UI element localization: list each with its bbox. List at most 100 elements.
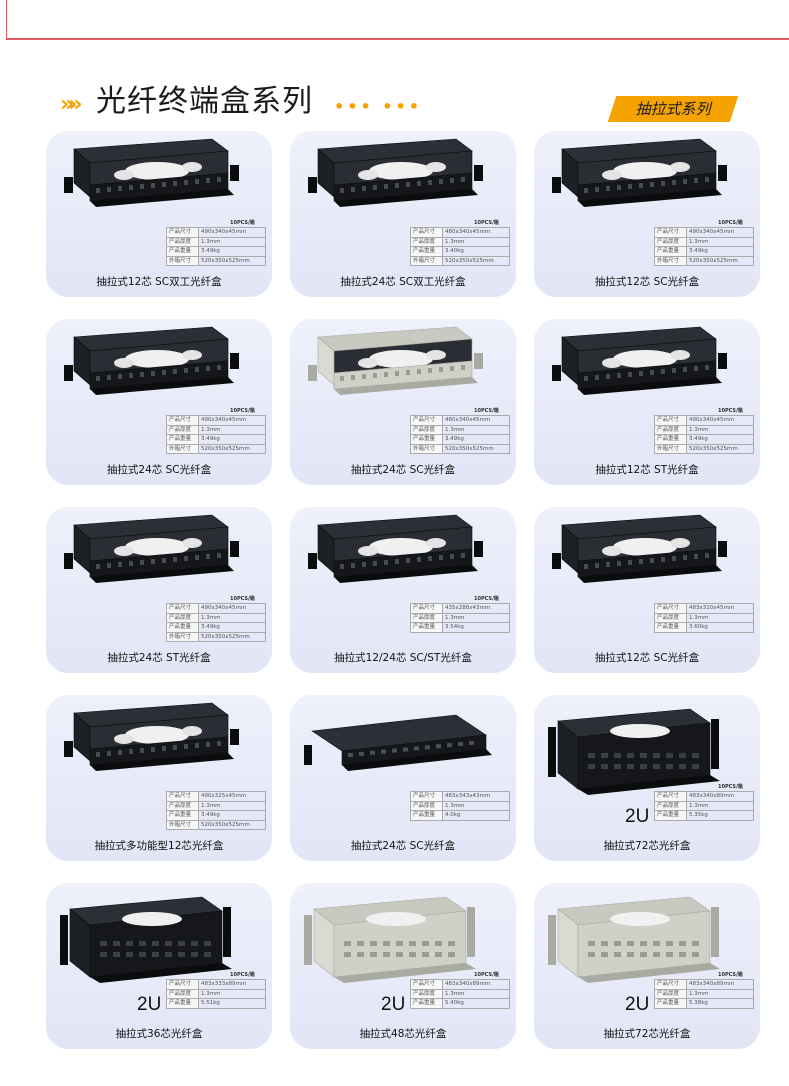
spec-label: 产品重量 [410,810,443,821]
spec-label: 产品尺寸 [410,227,443,238]
spec-label: 产品尺寸 [166,979,199,990]
rack-height-label: 2U [137,994,162,1015]
spec-value: 520x350x525mm [198,255,266,266]
spec-label: 产品重量 [410,998,443,1009]
product-caption: 抽拉式24芯 SC双工光纤盒 [340,276,466,288]
spec-label: 产品厚度 [654,424,687,435]
fiber-box-product-image [308,514,483,583]
product-caption: 抽拉式24芯 SC光纤盒 [350,464,456,476]
spec-value: 483x333x89mm [198,979,266,990]
pack-quantity: 10PCS/箱 [474,220,499,226]
spec-value: 520x350x525mm [198,443,266,454]
product-caption: 抽拉式12芯 SC双工光纤盒 [96,276,222,288]
spec-value: 1.3mm [198,988,266,999]
fiber-box-product-image [308,138,483,207]
pack-quantity: 10PCS/箱 [474,408,499,414]
spec-label: 产品厚度 [654,236,687,247]
pack-quantity: 10PCS/箱 [718,408,743,414]
product-caption: 抽拉式12芯 SC光纤盒 [594,652,700,664]
fiber-box-product-image [308,326,483,395]
pack-quantity: 10PCS/箱 [718,972,743,978]
spec-value: 520x350x525mm [686,255,754,266]
spec-value: 3.49kg [198,246,266,257]
spec-value: 480x340x45mm [442,415,510,426]
spec-label: 产品尺寸 [410,791,443,802]
product-caption: 抽拉式多功能型12芯光纤盒 [94,840,224,852]
spec-label: 产品厚度 [410,988,443,999]
spec-value: 5.38kg [686,998,754,1009]
spec-value: 5.51kg [198,998,266,1009]
spec-label: 产品厚度 [410,612,443,623]
spec-label: 产品重量 [166,998,199,1009]
spec-label: 产品重量 [654,998,687,1009]
spec-value: 490x340x45mm [198,415,266,426]
spec-label: 外箱尺寸 [166,443,199,454]
spec-label: 产品重量 [166,810,199,821]
spec-value: 3.49kg [198,810,266,821]
fiber-box-product-image [548,708,720,795]
spec-label: 产品厚度 [410,236,443,247]
spec-value: 3.49kg [686,246,754,257]
spec-label: 产品尺寸 [654,979,687,990]
spec-label: 产品厚度 [654,800,687,811]
spec-value: 1.3mm [198,800,266,811]
spec-value: 490x340x45mm [686,227,754,238]
series-tag: 抽拉式系列 [607,96,739,122]
spec-value: 3.49kg [198,434,266,445]
spec-value: 3.49kg [198,622,266,633]
spec-value: 1.3mm [442,236,510,247]
spec-label: 产品重量 [166,246,199,257]
spec-value: 3.60kg [686,622,754,633]
spec-value: 483x340x89mm [686,791,754,802]
spec-value: 1.3mm [686,800,754,811]
decorative-dots: ••• ••• [334,97,422,116]
spec-label: 产品重量 [410,622,443,633]
spec-value: 483x343x43mm [442,791,510,802]
pack-quantity: 10PCS/箱 [230,596,255,602]
spec-label: 产品尺寸 [410,603,443,614]
spec-value: 520x350x525mm [198,819,266,830]
spec-value: 1.3mm [442,988,510,999]
